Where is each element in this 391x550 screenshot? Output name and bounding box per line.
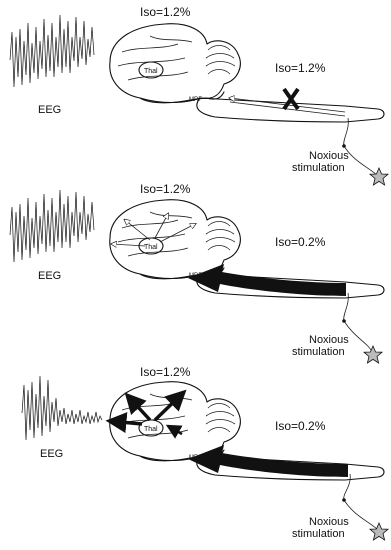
iso-spinal-label-1: Iso=1.2%	[275, 61, 326, 75]
block-x-mark	[284, 89, 298, 109]
stimulus-star-icon-2	[364, 346, 382, 363]
thal-label-1: Thal	[144, 68, 158, 75]
eeg-trace-1	[10, 15, 94, 87]
stim-label-3b: stimulation	[292, 528, 345, 540]
eeg-trace-3	[22, 376, 102, 440]
eeg-trace-2	[10, 190, 94, 262]
stim-label-1b: stimulation	[292, 162, 345, 174]
iso-brain-label-3: Iso=1.2%	[140, 365, 191, 379]
panel-3: EEG Iso=1.2% Thal MRF Iso=0.2% Noxious s…	[22, 365, 388, 540]
thal-label-2: Thal	[144, 244, 158, 251]
stim-label-2b: stimulation	[292, 346, 345, 358]
mrf-label-1: MRF	[189, 97, 202, 103]
stim-label-2a: Noxious	[309, 334, 349, 346]
eeg-label-2: EEG	[38, 270, 61, 282]
stim-label-3a: Noxious	[309, 516, 349, 528]
iso-brain-label-1: Iso=1.2%	[140, 5, 191, 19]
eeg-label-1: EEG	[38, 104, 61, 116]
ascending-pathway-arrow-2	[188, 264, 346, 296]
ascending-pathway-arrow-3	[188, 445, 348, 477]
panel-2: EEG Iso=1.2% Thal MRF Iso=0.2% Noxious s…	[10, 182, 384, 363]
iso-spinal-label-2: Iso=0.2%	[275, 235, 326, 249]
iso-spinal-label-3: Iso=0.2%	[275, 419, 326, 433]
stim-label-1a: Noxious	[309, 150, 349, 162]
iso-brain-label-2: Iso=1.2%	[140, 182, 191, 196]
stimulus-star-icon-1	[370, 168, 388, 185]
thal-label-3: Thal	[144, 426, 158, 433]
eeg-label-3: EEG	[40, 448, 63, 460]
panel-1: EEG Iso=1.2% Thal MRF Iso=1.2% Noxious s…	[10, 5, 388, 185]
